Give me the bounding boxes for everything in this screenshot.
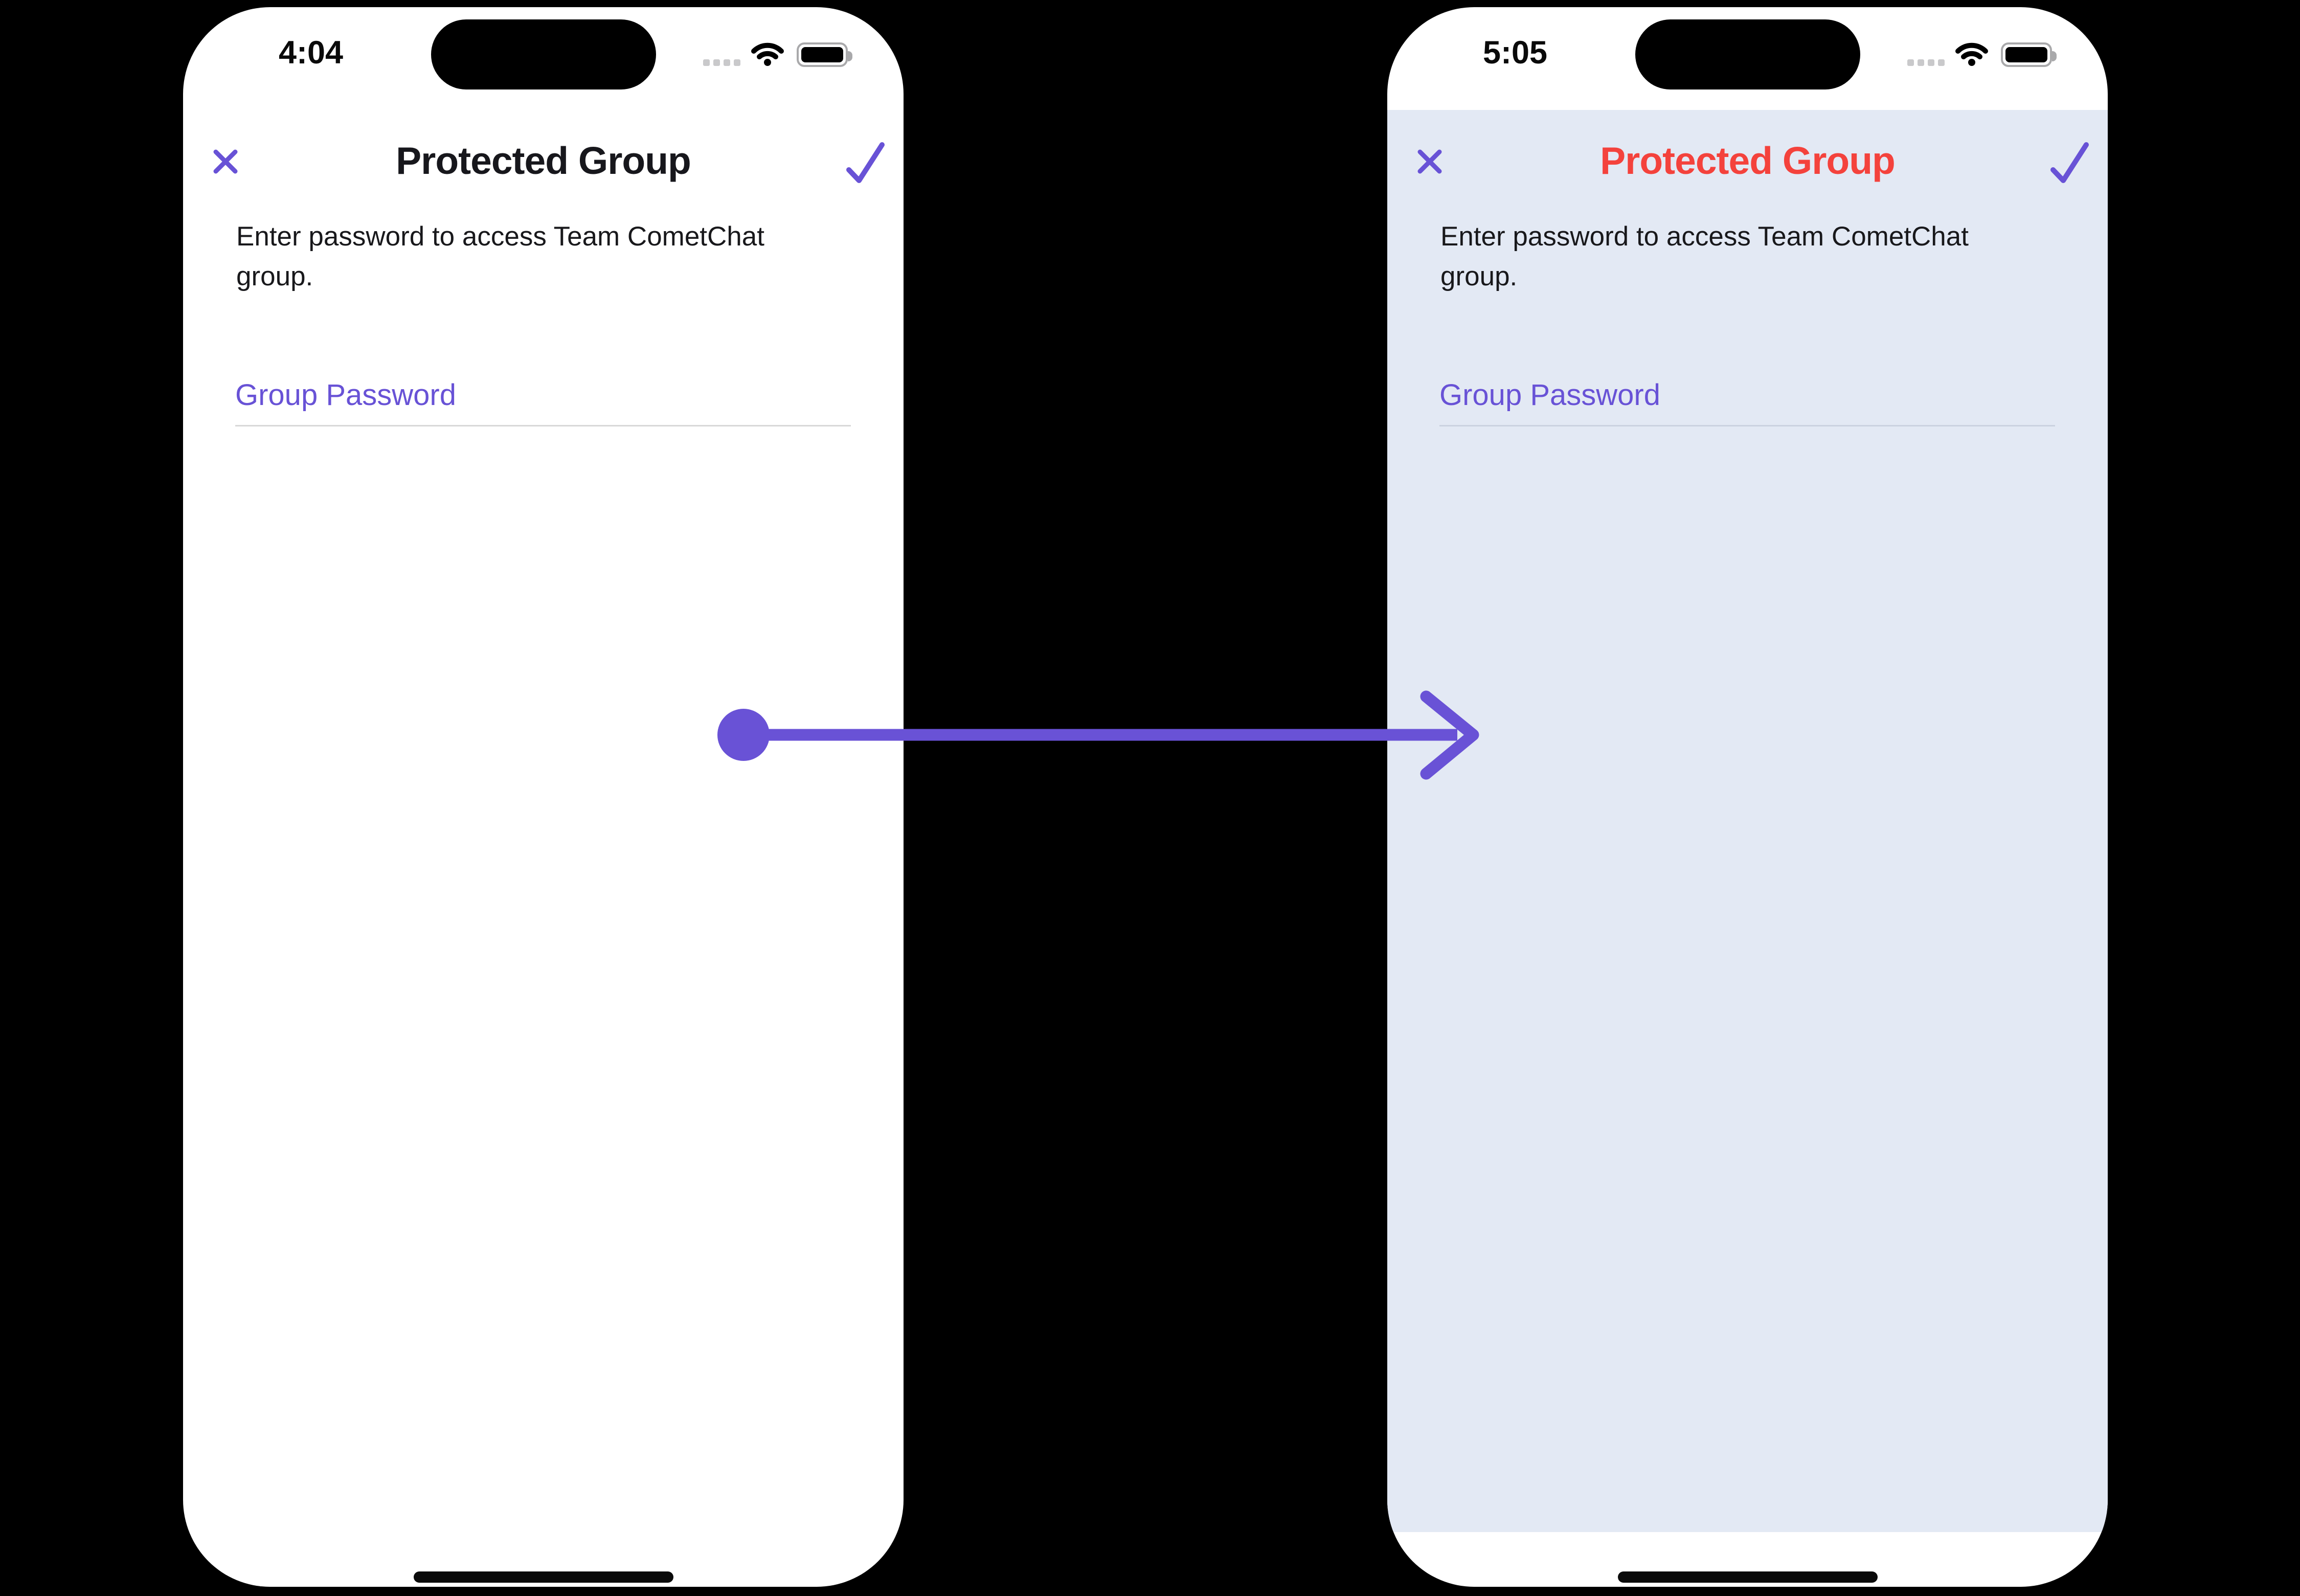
description-text: Enter password to access Team CometChat …: [1440, 221, 1969, 291]
confirm-check-icon: [845, 142, 887, 186]
home-indicator: [413, 1571, 673, 1583]
confirm-button[interactable]: [845, 141, 887, 184]
phone-mockup-left: 4:04 Protected Group: [183, 7, 904, 1587]
confirm-button[interactable]: [2049, 141, 2091, 184]
close-button[interactable]: [1415, 147, 1444, 176]
cellular-dots-icon: [1907, 59, 1945, 66]
close-icon: [1415, 149, 1444, 177]
cellular-dots-icon: [703, 59, 740, 66]
close-icon: [211, 149, 240, 177]
themed-content-background: [1387, 110, 2108, 1532]
battery-icon: [2001, 42, 2057, 67]
dynamic-island: [431, 19, 656, 89]
dynamic-island: [1635, 19, 1860, 89]
confirm-check-icon: [2049, 142, 2091, 186]
phone-mockup-right: 5:05 Protected Group: [1387, 7, 2108, 1587]
group-password-input[interactable]: [1439, 365, 2055, 426]
wifi-icon: [751, 41, 784, 69]
home-indicator: [1617, 1571, 1878, 1583]
battery-icon: [797, 42, 852, 67]
close-button[interactable]: [211, 147, 240, 176]
status-time: 4:04: [278, 35, 344, 71]
status-time: 5:05: [1482, 35, 1548, 71]
wifi-icon: [1955, 41, 1989, 69]
description-text: Enter password to access Team CometChat …: [236, 221, 764, 291]
page-title: Protected Group: [1600, 139, 1896, 182]
page-title: Protected Group: [396, 139, 691, 182]
group-password-input[interactable]: [235, 365, 851, 426]
